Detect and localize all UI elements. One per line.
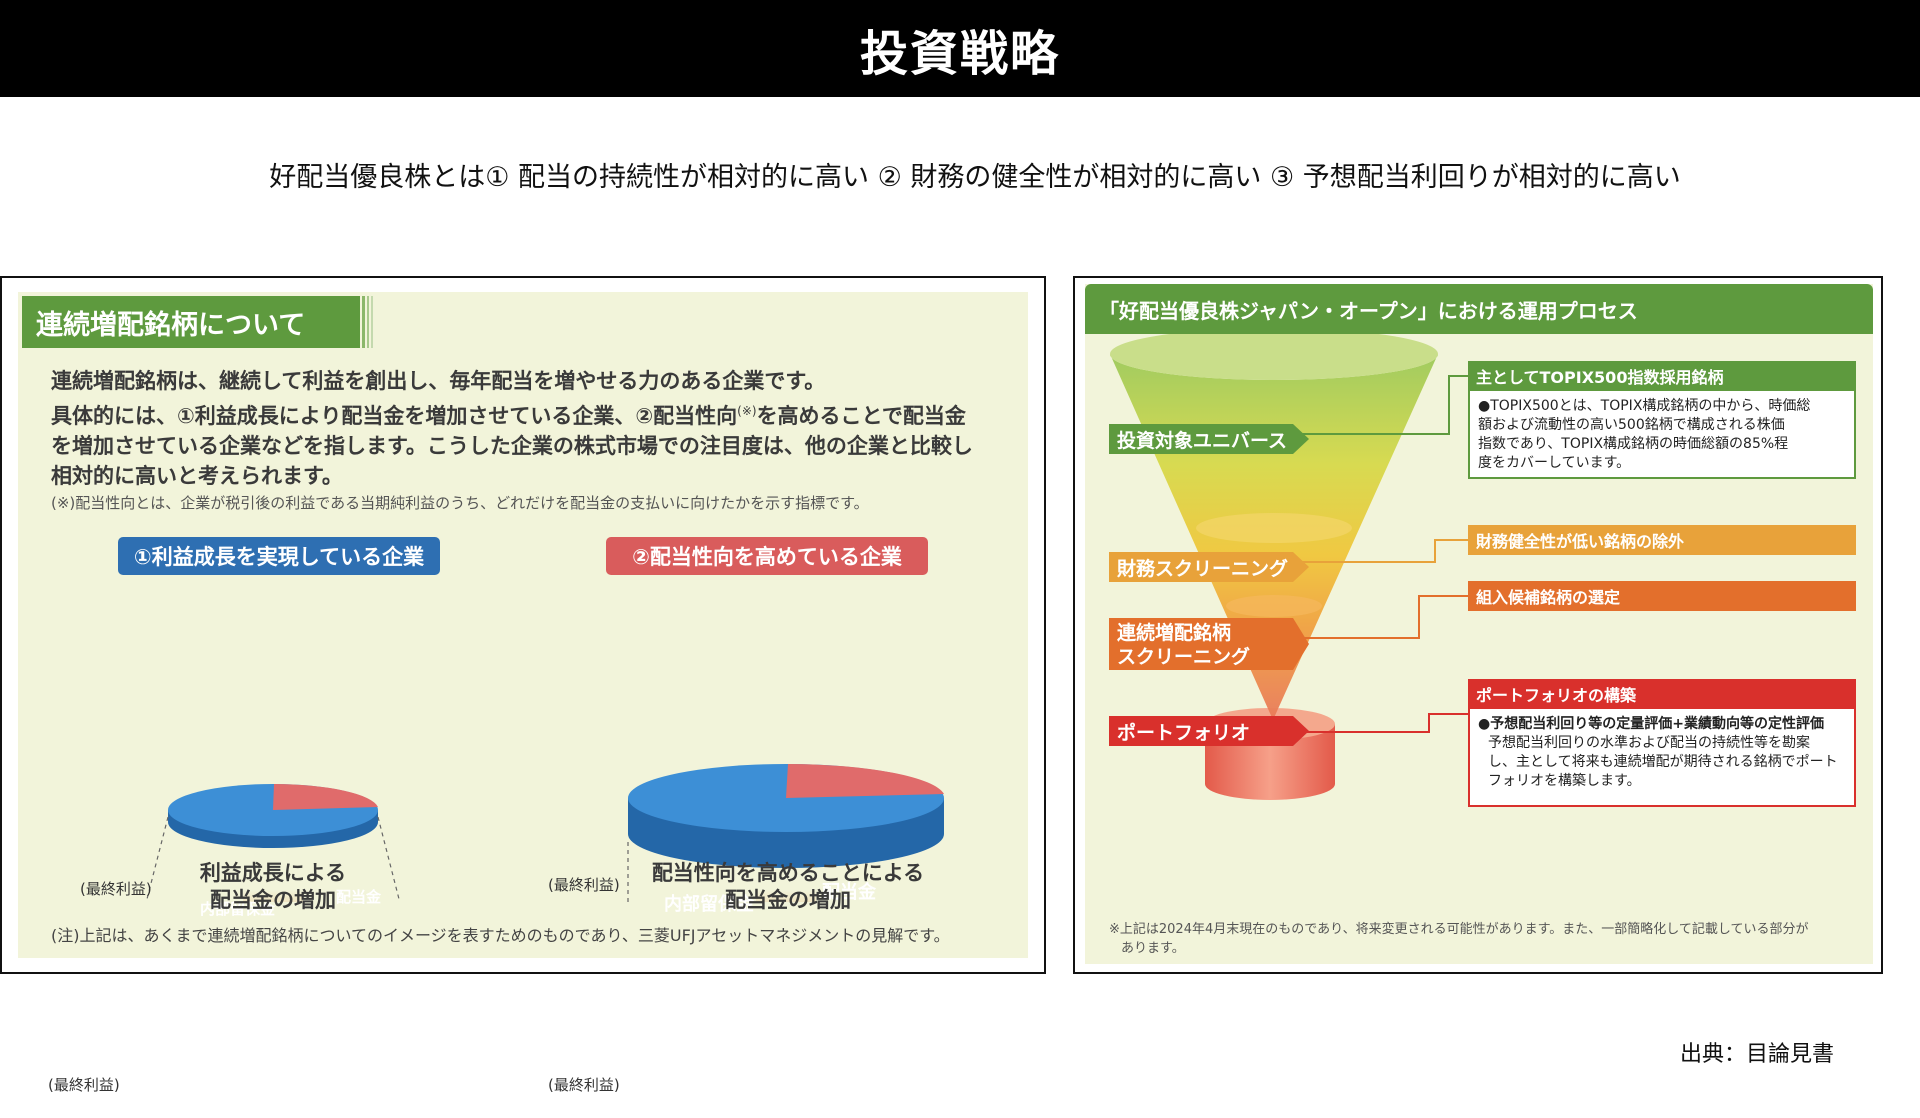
- para-text: 具体的には、①利益成長により配当金を増加させている企業、②配当性向: [51, 404, 738, 428]
- label-retained-earnings: 内部留保金: [176, 1096, 266, 1117]
- right-panel-inner: 「好配当優良株ジャパン・オープン」における運用プロセス: [1085, 284, 1873, 964]
- description-paragraph: 連続増配銘柄は、継続して利益を創出し、毎年配当を増やせる力のある企業です。 具体…: [51, 366, 1016, 491]
- footnote-payout-ratio: (※)配当性向とは、企業が税引後の利益である当期純利益のうち、どれだけを配当金の…: [51, 494, 869, 512]
- stage-financial-screening: 財務スクリーニング: [1109, 552, 1309, 582]
- box-portfolio-body: ●予想配当利回り等の定量評価+業績動向等の定性評価 予想配当利回りの水準および配…: [1468, 709, 1856, 807]
- para-text: を高めることで配当金: [756, 404, 966, 428]
- label-final-profit: (最終利益): [48, 1076, 120, 1094]
- label-dividend: 配当金: [336, 1084, 390, 1105]
- dividend-pie-diagram: [145, 764, 944, 902]
- label-profit-growth: ①利益成長を実現している企業: [118, 537, 440, 575]
- stage-investment-universe: 投資対象ユニバース: [1109, 424, 1309, 454]
- left-panel-header: 連続増配銘柄について: [22, 296, 360, 348]
- label-retained-earnings: 内部留保金: [664, 1096, 754, 1117]
- para-line: 具体的には、①利益成長により配当金を増加させている企業、②配当性向(※)を高める…: [51, 396, 1016, 431]
- header-stripes: [324, 296, 373, 348]
- stage-dividend-growth-screening: 連続増配銘柄 スクリーニング: [1109, 618, 1309, 670]
- right-panel-disclaimer: ※上記は2024年4月末現在のものであり、将来変更される可能性があります。また、…: [1109, 920, 1869, 958]
- label-final-profit: (最終利益): [80, 880, 152, 898]
- box-text-line: フォリオを構築します。: [1488, 773, 1641, 789]
- box-candidate-header: 組入候補銘柄の選定: [1468, 581, 1856, 611]
- label-dividend: 配当金: [336, 888, 382, 906]
- caption-line: 配当金の増加: [210, 888, 336, 912]
- label-final-profit: (最終利益): [548, 1076, 620, 1094]
- stage-portfolio: ポートフォリオ: [1109, 716, 1309, 746]
- left-panel-disclaimer: (注)上記は、あくまで連続増配銘柄についてのイメージを表すためのものであり、三菱…: [51, 926, 950, 945]
- arrow-caption-profit-growth: 利益成長による 配当金の増加: [158, 860, 388, 914]
- left-panel: 連続増配銘柄について 連続増配銘柄は、継続して利益を創出し、毎年配当を増やせる力…: [0, 276, 1046, 1117]
- box-text-line: ●予想配当利回り等の定量評価+業績動向等の定性評価: [1478, 716, 1824, 732]
- box-text-line: し、主として将来も連続増配が期待される銘柄でポート: [1488, 754, 1838, 770]
- label-payout-increase: ②配当性向を高めている企業: [606, 537, 928, 575]
- label-retained-earnings: 内部留保金: [200, 900, 276, 918]
- box-financial-header: 財務健全性が低い銘柄の除外: [1468, 525, 1856, 555]
- para-line: を増加させている企業などを指します。こうした企業の株式市場での注目度は、他の企業…: [51, 434, 973, 458]
- note-line: ※上記は2024年4月末現在のものであり、将来変更される可能性があります。また、…: [1109, 922, 1809, 937]
- box-text-line: ●TOPIX500とは、TOPIX構成銘柄の中から、時価総: [1478, 398, 1811, 414]
- label-retained-earnings: 内部留保金: [664, 894, 754, 915]
- pie-top-1: [168, 784, 378, 848]
- source-citation: 出典：目論見書: [1680, 1042, 1835, 1067]
- caption-line: 配当性向を高めることによる: [651, 861, 925, 885]
- left-panel-inner: 連続増配銘柄について 連続増配銘柄は、継続して利益を創出し、毎年配当を増やせる力…: [18, 292, 1028, 1117]
- subtitle: 好配当優良株とは① 配当の持続性が相対的に高い ② 財務の健全性が相対的に高い …: [269, 162, 1681, 193]
- footnote-mark: (※): [737, 404, 757, 418]
- note-line: あります。: [1121, 941, 1185, 956]
- right-panel-header: 「好配当優良株ジャパン・オープン」における運用プロセス: [1085, 284, 1873, 334]
- box-text-line: 予想配当利回りの水準および配当の持続性等を勘案: [1488, 735, 1810, 751]
- title-bar: 投資戦略: [0, 0, 1920, 97]
- box-universe-header: 主としてTOPIX500指数採用銘柄: [1468, 361, 1856, 391]
- pie-top-2: [628, 764, 944, 868]
- stage-label-line: スクリーニング: [1117, 646, 1251, 668]
- box-text-line: 指数であり、TOPIX構成銘柄の時価総額の85%程: [1478, 436, 1789, 452]
- stage-label-line: 連続増配銘柄: [1117, 622, 1232, 644]
- box-portfolio-header: ポートフォリオの構築: [1468, 679, 1856, 709]
- right-panel: 「好配当優良株ジャパン・オープン」における運用プロセス: [1073, 276, 1883, 974]
- para-line: 連続増配銘柄は、継続して利益を創出し、毎年配当を増やせる力のある企業です。: [51, 369, 826, 393]
- para-line: 相対的に高いと考えられます。: [51, 464, 343, 488]
- box-text-line: 額および流動性の高い500銘柄で構成される株価: [1478, 417, 1785, 433]
- arrow-caption-payout: 配当性向を高めることによる 配当金の増加: [638, 860, 938, 914]
- caption-line: 配当金の増加: [725, 888, 851, 912]
- label-final-profit: (最終利益): [548, 876, 620, 894]
- label-dividend: 配当金: [822, 882, 876, 903]
- caption-line: 利益成長による: [199, 861, 347, 885]
- box-universe-body: ●TOPIX500とは、TOPIX構成銘柄の中から、時価総 額および流動性の高い…: [1468, 391, 1856, 479]
- box-text-line: 度をカバーしています。: [1478, 455, 1631, 471]
- page-title: 投資戦略: [859, 25, 1060, 82]
